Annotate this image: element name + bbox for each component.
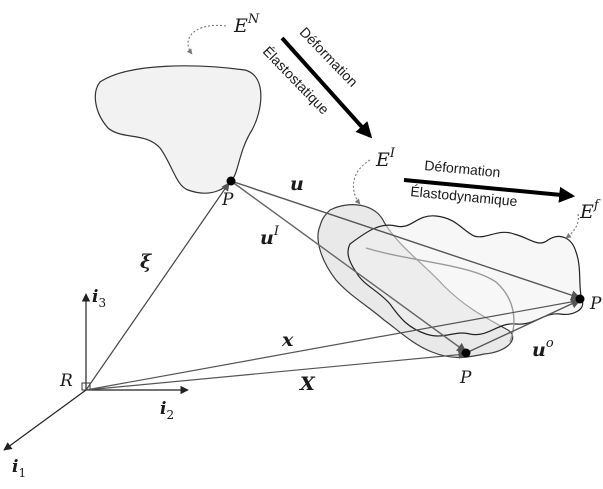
label-vector-xi: ξ	[140, 251, 153, 273]
label-initial-config: EN	[233, 12, 260, 37]
vector-xi	[85, 182, 230, 391]
vector-uo	[465, 299, 581, 354]
point-p1-dot	[226, 176, 236, 186]
initial-body-shape	[94, 65, 262, 194]
label-point-p3: P	[589, 294, 602, 314]
label-i1: i1	[12, 457, 26, 480]
label-i2: i2	[160, 399, 174, 422]
axis-i1	[3, 389, 87, 451]
vector-x	[85, 297, 583, 391]
point-p2-dot	[461, 348, 471, 358]
label-vector-uI: uI	[260, 224, 280, 249]
vector-uI	[230, 180, 467, 353]
label-i3: i3	[92, 287, 106, 310]
label-point-p2: P	[459, 368, 472, 388]
label-final-config: Ef	[579, 198, 601, 223]
label-vector-u: u	[290, 173, 304, 195]
elastostatic-arrow	[280, 36, 373, 139]
label-vector-x: x	[281, 329, 294, 351]
caption-elastodynamic: Déformation	[424, 157, 501, 180]
elastodynamic-arrow	[403, 178, 576, 203]
point-p3-dot	[575, 294, 585, 304]
internal-contour	[365, 247, 515, 343]
label-vector-X: X	[299, 373, 316, 395]
leader-final	[565, 213, 579, 239]
label-intermediate-config: EI	[375, 146, 396, 171]
label-origin: R	[59, 371, 73, 391]
vector-u	[230, 180, 581, 300]
label-point-p1: P	[221, 190, 234, 210]
caption-elastodynamic-line1: Déformation	[424, 157, 501, 180]
leader-intermediate	[352, 159, 371, 205]
vector-X	[85, 350, 467, 391]
label-vector-uo: uo	[532, 336, 554, 361]
leader-initial	[186, 24, 227, 55]
